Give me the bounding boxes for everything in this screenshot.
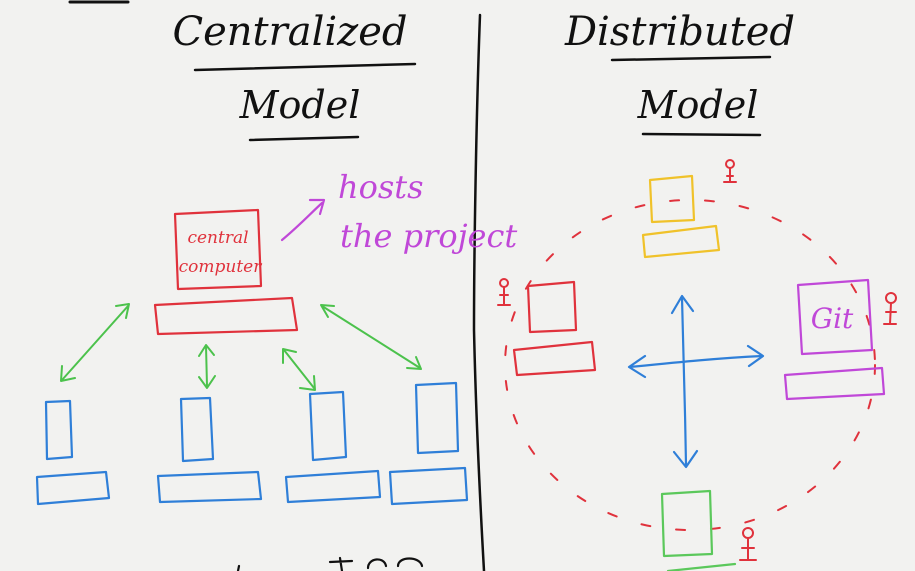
peer-node-top (641, 174, 721, 259)
hosts-arrow-shaft (280, 201, 324, 242)
centralized-title: Centralized (172, 9, 407, 55)
peer-right-monitor (796, 278, 874, 356)
client-computer-4 (388, 381, 469, 506)
client-4-monitor (414, 381, 460, 455)
central-monitor (173, 208, 263, 291)
cross-arrows (627, 294, 765, 469)
centralized-model-label: Model (239, 83, 361, 127)
distributed-model-underline (641, 132, 762, 137)
arrow-client3-head-top (282, 348, 297, 364)
central-label-line1: central (187, 228, 248, 248)
user-icon-right (883, 292, 897, 325)
horizontal-arrow (628, 354, 764, 369)
user-icon-bottom (739, 527, 757, 561)
vertical-arrow-head-bottom (672, 449, 699, 469)
client-arrows (60, 303, 422, 391)
hosts-text-line1: hosts (338, 168, 424, 206)
peer-top-monitor (648, 174, 696, 224)
git-label: Git (811, 302, 854, 335)
peer-node-bottom (660, 489, 737, 571)
peer-node-right (783, 278, 886, 401)
peer-top-base (641, 224, 721, 259)
client-3-monitor (308, 390, 348, 462)
client-2-monitor (179, 396, 215, 463)
client-computers (35, 381, 469, 506)
peer-bottom-base (666, 562, 737, 571)
arrow-client2 (205, 345, 208, 387)
center-divider (472, 13, 486, 571)
client-3-base (284, 469, 382, 504)
client-2-base (156, 470, 263, 504)
arrow-client1-head-top (115, 303, 130, 319)
client-4-base (388, 466, 469, 506)
user-icon-top (723, 159, 737, 183)
central-computer: central computer (153, 208, 299, 336)
central-base (153, 296, 299, 336)
peer-right-base (783, 366, 886, 401)
distributed-underline (610, 55, 772, 62)
centralized-model-underline (248, 135, 360, 142)
vertical-arrow-head-top (670, 294, 695, 315)
peer-node-left (512, 280, 597, 377)
hosts-arrow-head (308, 198, 326, 216)
distributed-title: Distributed (564, 9, 795, 55)
arrow-client4 (321, 305, 421, 369)
peer-bottom-monitor (660, 489, 714, 558)
arrow-client4-head-bottom (406, 356, 422, 370)
client-1-monitor (44, 399, 74, 461)
user-left-body (497, 286, 511, 306)
client-computer-2 (156, 396, 263, 504)
horizontal-arrow-head-left (627, 354, 647, 379)
vertical-arrow (680, 296, 688, 467)
arrow-client1-head-bottom (60, 365, 76, 382)
client-1-base (35, 470, 111, 506)
peer-ring (504, 199, 876, 531)
arrow-client4-head-top (320, 304, 335, 318)
user-icon-left (497, 278, 511, 306)
horizontal-arrow-head-right (746, 344, 765, 368)
centralized-underline (193, 62, 417, 72)
distributed-model-label: Model (637, 83, 759, 127)
client-computer-1 (35, 399, 111, 506)
user-right-body (883, 302, 897, 325)
arrow-client2-head-bottom (198, 375, 216, 389)
arrow-client2-head-top (198, 344, 215, 357)
hosts-text-line2: the project (340, 217, 517, 255)
client-computer-3 (284, 390, 382, 504)
central-label-line2: computer (179, 257, 263, 277)
peer-left-base (512, 340, 597, 377)
arrow-client3-head-bottom (299, 375, 316, 391)
arrow-client1 (61, 305, 129, 381)
bottom-cutoff-scribble (236, 556, 424, 571)
arrow-client3 (283, 349, 315, 389)
user-bottom-body (739, 537, 757, 561)
user-top-body (723, 167, 737, 183)
peer-left-monitor (526, 280, 578, 334)
